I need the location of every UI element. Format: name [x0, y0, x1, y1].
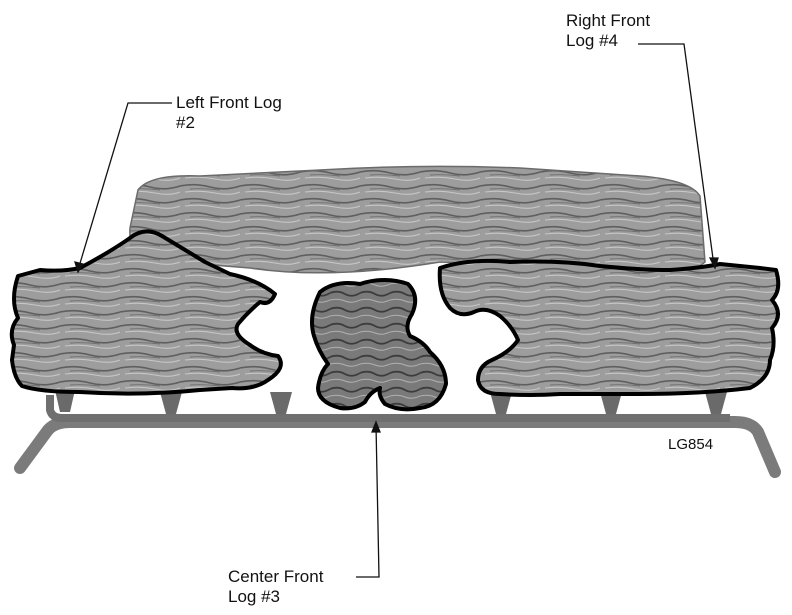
- label-line-1: Right Front: [566, 11, 650, 31]
- label-line-2: Log #3: [228, 587, 323, 607]
- label-right-front-log: Right Front Log #4: [566, 11, 650, 51]
- label-center-front-log: Center Front Log #3: [228, 567, 323, 607]
- label-left-front-log: Left Front Log #2: [176, 93, 282, 133]
- model-code: LG854: [668, 435, 713, 455]
- label-line-1: Left Front Log: [176, 93, 282, 113]
- center-front-log: [312, 280, 446, 409]
- rear-log: [130, 166, 705, 272]
- label-line-2: #2: [176, 113, 282, 133]
- label-line-2: Log #4: [566, 31, 650, 51]
- right-front-log: [440, 261, 779, 395]
- leader-line-center: [356, 425, 379, 577]
- label-line-1: Center Front: [228, 567, 323, 587]
